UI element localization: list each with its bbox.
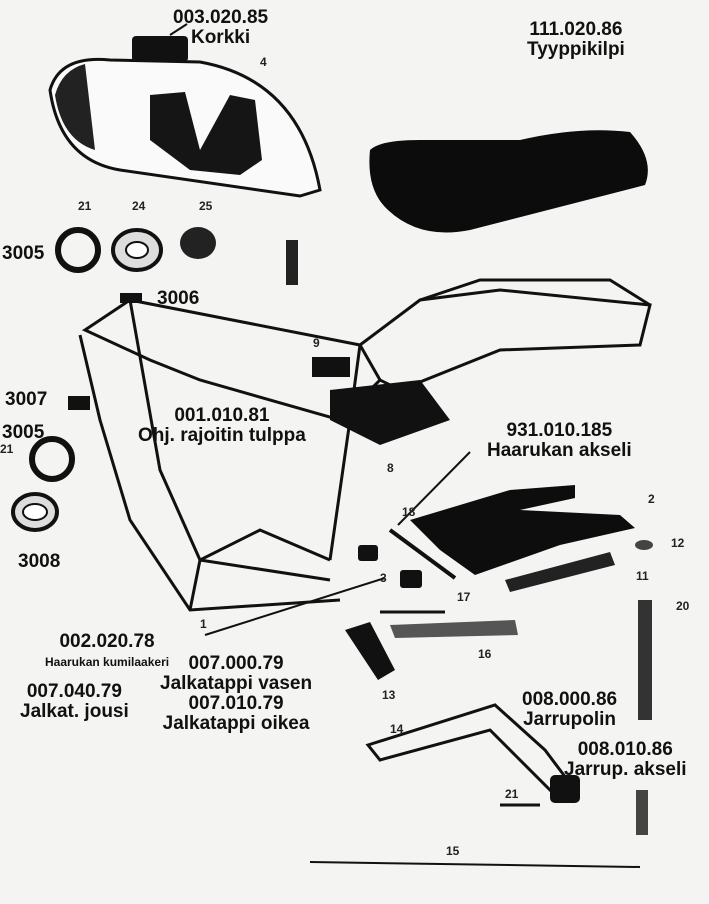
ring-21-lower <box>29 436 75 482</box>
part-name: Korkki <box>190 27 251 48</box>
callout-number: 16 <box>478 647 492 661</box>
leader-lines <box>169 23 471 636</box>
bushing-3 <box>400 570 422 588</box>
callout-number: 14 <box>390 722 404 736</box>
label-jarrupakseli: 008.010.86 Jarrup. akseli <box>564 740 687 780</box>
axle-18 <box>388 528 457 580</box>
callout-number: 2 <box>648 492 655 506</box>
callout-number: 12 <box>671 536 685 550</box>
swing-arm <box>410 485 635 575</box>
part-code: 3008 <box>18 551 61 572</box>
callout-number: 18 <box>402 505 416 519</box>
label-jousi: 007.040.79 Jalkat. jousi <box>20 682 129 722</box>
part-code: 3007 <box>5 389 48 410</box>
callout-number: 9 <box>313 336 320 350</box>
part-name: Jarrupolin <box>523 709 616 730</box>
part-name: Haarukan kumilaakeri <box>45 655 170 669</box>
callout-number: 21 <box>78 199 92 213</box>
callout-number: 11 <box>636 569 649 583</box>
callout-number: 15 <box>446 844 460 858</box>
label-tyyppikilpi: 111.020.86 Tyyppikilpi <box>527 20 625 60</box>
fuel-tank <box>48 36 322 198</box>
part-name: Haarukan akseli <box>487 440 632 461</box>
part-code: 008.010.86 <box>577 739 673 760</box>
label-3005-upper: 3005 <box>2 244 44 264</box>
fuel-cap <box>132 36 188 62</box>
label-kumilaakeri: 002.020.78 Haarukan kumilaakeri <box>45 632 169 672</box>
callout-number: 24 <box>132 199 146 213</box>
shock-20 <box>638 600 652 720</box>
label-3006: 3006 <box>157 289 199 309</box>
part-code: 001.010.81 <box>174 405 270 426</box>
callout-number: 25 <box>199 199 213 213</box>
callout-number: 8 <box>387 461 394 475</box>
label-akseli: 931.010.185 Haarukan akseli <box>487 421 632 461</box>
part-code: 111.020.86 <box>529 19 623 40</box>
label-3005-lower: 3005 <box>2 423 44 443</box>
part-code: 003.020.85 <box>173 7 269 28</box>
part-name: Ohj. rajoitin tulppa <box>138 425 306 446</box>
footpeg-16 <box>390 620 518 638</box>
part-code: 3006 <box>157 288 200 309</box>
part-code: 002.020.78 <box>59 631 155 652</box>
part-name: Jalkat. jousi <box>20 701 129 722</box>
label-3008: 3008 <box>18 552 60 572</box>
callout-number: 1 <box>200 617 207 631</box>
footpeg-13 <box>345 622 395 680</box>
part-code: 007.040.79 <box>26 681 122 702</box>
label-jalkatappi: 007.000.79 Jalkatappi vasen 007.010.79 J… <box>160 654 312 734</box>
callout-number: 21 <box>0 442 14 456</box>
part-name: Tyyppikilpi <box>527 39 625 60</box>
part-name: Jalkatappi vasen <box>160 673 313 694</box>
frame <box>78 278 652 612</box>
bolt <box>286 240 298 285</box>
seat <box>369 130 648 233</box>
stop-3007 <box>68 396 90 410</box>
callout-number: 4 <box>260 55 267 69</box>
label-tulppa: 001.010.81 Ohj. rajoitin tulppa <box>138 406 306 446</box>
callout-number: 17 <box>457 590 471 604</box>
nut-25 <box>180 227 216 259</box>
ring-21 <box>55 227 101 273</box>
part-name: Jalkatappi oikea <box>162 713 310 734</box>
part-name: Jarrup. akseli <box>564 759 687 780</box>
label-jarrupolin: 008.000.86 Jarrupolin <box>522 690 617 730</box>
part-code: 007.000.79 <box>188 653 284 674</box>
part-code: 3005 <box>2 243 45 264</box>
battery-box <box>330 380 450 445</box>
part-code: 008.000.86 <box>522 689 618 710</box>
part-code: 007.010.79 <box>188 693 284 714</box>
callout-number: 20 <box>676 599 690 613</box>
label-3007: 3007 <box>5 390 47 410</box>
label-korkki: 003.020.85 Korkki <box>173 8 268 48</box>
chain-guide <box>505 552 615 592</box>
callout-number: 21 <box>505 787 519 801</box>
part-code: 3005 <box>2 422 45 443</box>
callout-number: 3 <box>380 571 387 585</box>
callout-number: 13 <box>382 688 396 702</box>
part-code: 931.010.185 <box>506 420 613 441</box>
brake-rod-15 <box>309 861 641 868</box>
